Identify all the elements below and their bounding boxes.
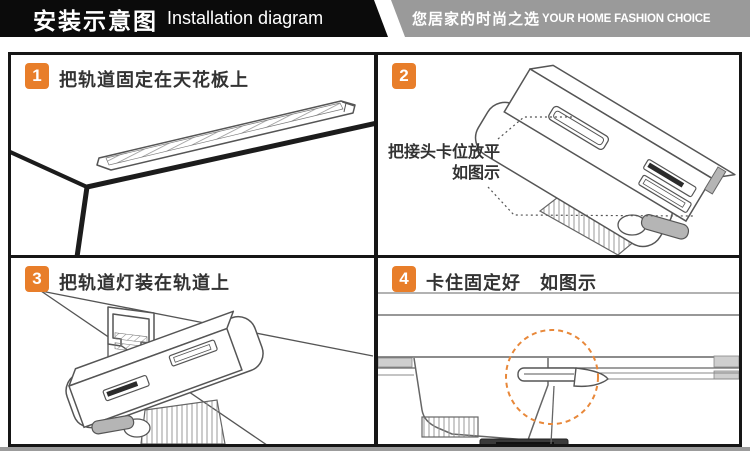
step-3-badge: 3 (25, 266, 49, 292)
grid-horizontal-divider (11, 255, 739, 258)
track-light-mounting-illustration (40, 290, 374, 444)
step-1-label: 把轨道固定在天花板上 (59, 70, 249, 90)
page-title-en: Installation diagram (167, 8, 324, 28)
ceiling-track-illustration (11, 100, 374, 255)
step-3-label: 把轨道灯装在轨道上 (59, 273, 230, 293)
locked-connector-illustration (378, 292, 739, 444)
step-2-panel: 2 把接头卡位放平 如图示 (378, 55, 739, 255)
header-gray-section (391, 0, 750, 37)
highlight-circle (505, 329, 599, 425)
steps-grid: 1 把轨道固定在天花板上 2 (8, 52, 742, 447)
grid-vertical-divider (374, 55, 378, 444)
step-2-badge: 2 (392, 63, 416, 89)
step-2-annotation-line2: 如图示 (451, 165, 500, 182)
step-4-panel: 4 卡住固定好 如图示 (378, 258, 739, 444)
bottom-divider (0, 447, 750, 451)
tagline-en: YOUR HOME FASHION CHOICE (542, 12, 711, 25)
tagline-zh: 您居家的时尚之选 (412, 11, 541, 28)
step-1-badge: 1 (25, 63, 49, 89)
step-3-panel: 3 把轨道灯装在轨道上 (11, 258, 374, 444)
step-4-badge: 4 (392, 266, 416, 292)
header-black-section (0, 0, 388, 37)
step-4-label: 卡住固定好 如图示 (426, 273, 597, 293)
connector-head-illustration (474, 64, 736, 255)
header-bar: 安装示意图 Installation diagram 您居家的时尚之选 YOUR… (0, 0, 750, 37)
step-2-annotation: 把接头卡位放平 如图示 (382, 142, 500, 184)
step-1-panel: 1 把轨道固定在天花板上 (11, 55, 374, 255)
page-title-zh: 安装示意图 (33, 7, 158, 34)
step-2-annotation-line1: 把接头卡位放平 (387, 144, 500, 161)
